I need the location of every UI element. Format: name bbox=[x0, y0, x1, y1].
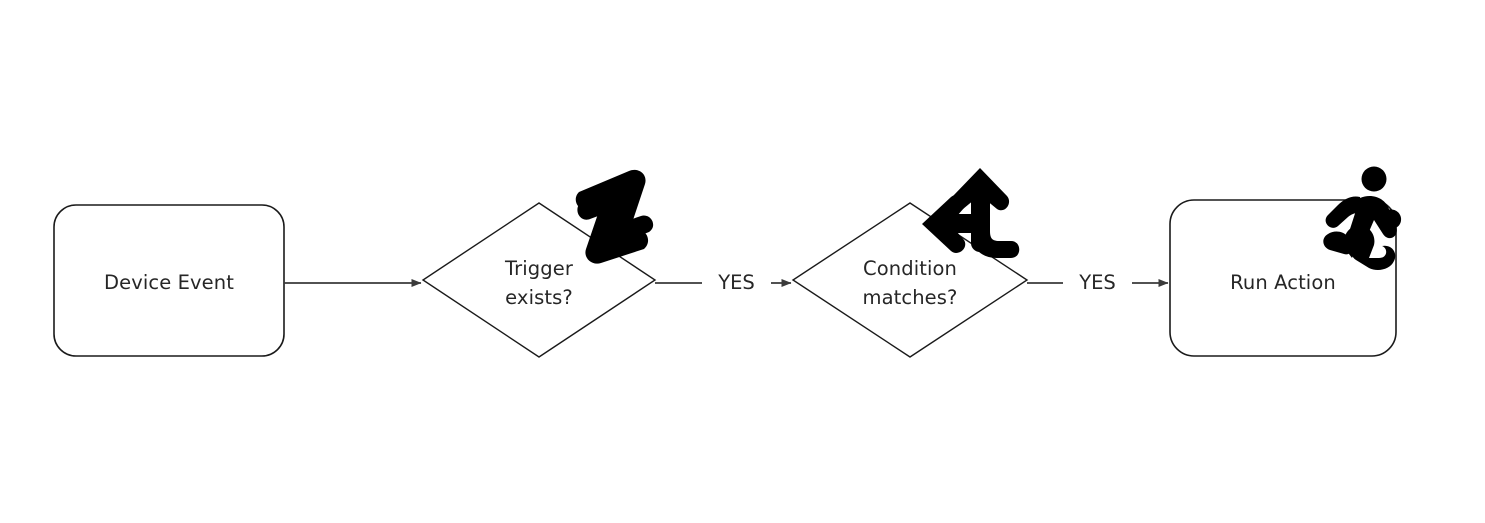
edge-label-yes-condition-to-action: YES bbox=[1063, 272, 1132, 294]
node-condition-matches[interactable] bbox=[791, 202, 1029, 358]
lightning-bolt-icon bbox=[575, 169, 654, 264]
running-person-icon bbox=[1323, 166, 1402, 270]
node-device-event[interactable] bbox=[53, 204, 285, 357]
edge-label-yes-trigger-to-condition: YES bbox=[702, 272, 771, 294]
branch-arrow-icon bbox=[922, 168, 1020, 258]
